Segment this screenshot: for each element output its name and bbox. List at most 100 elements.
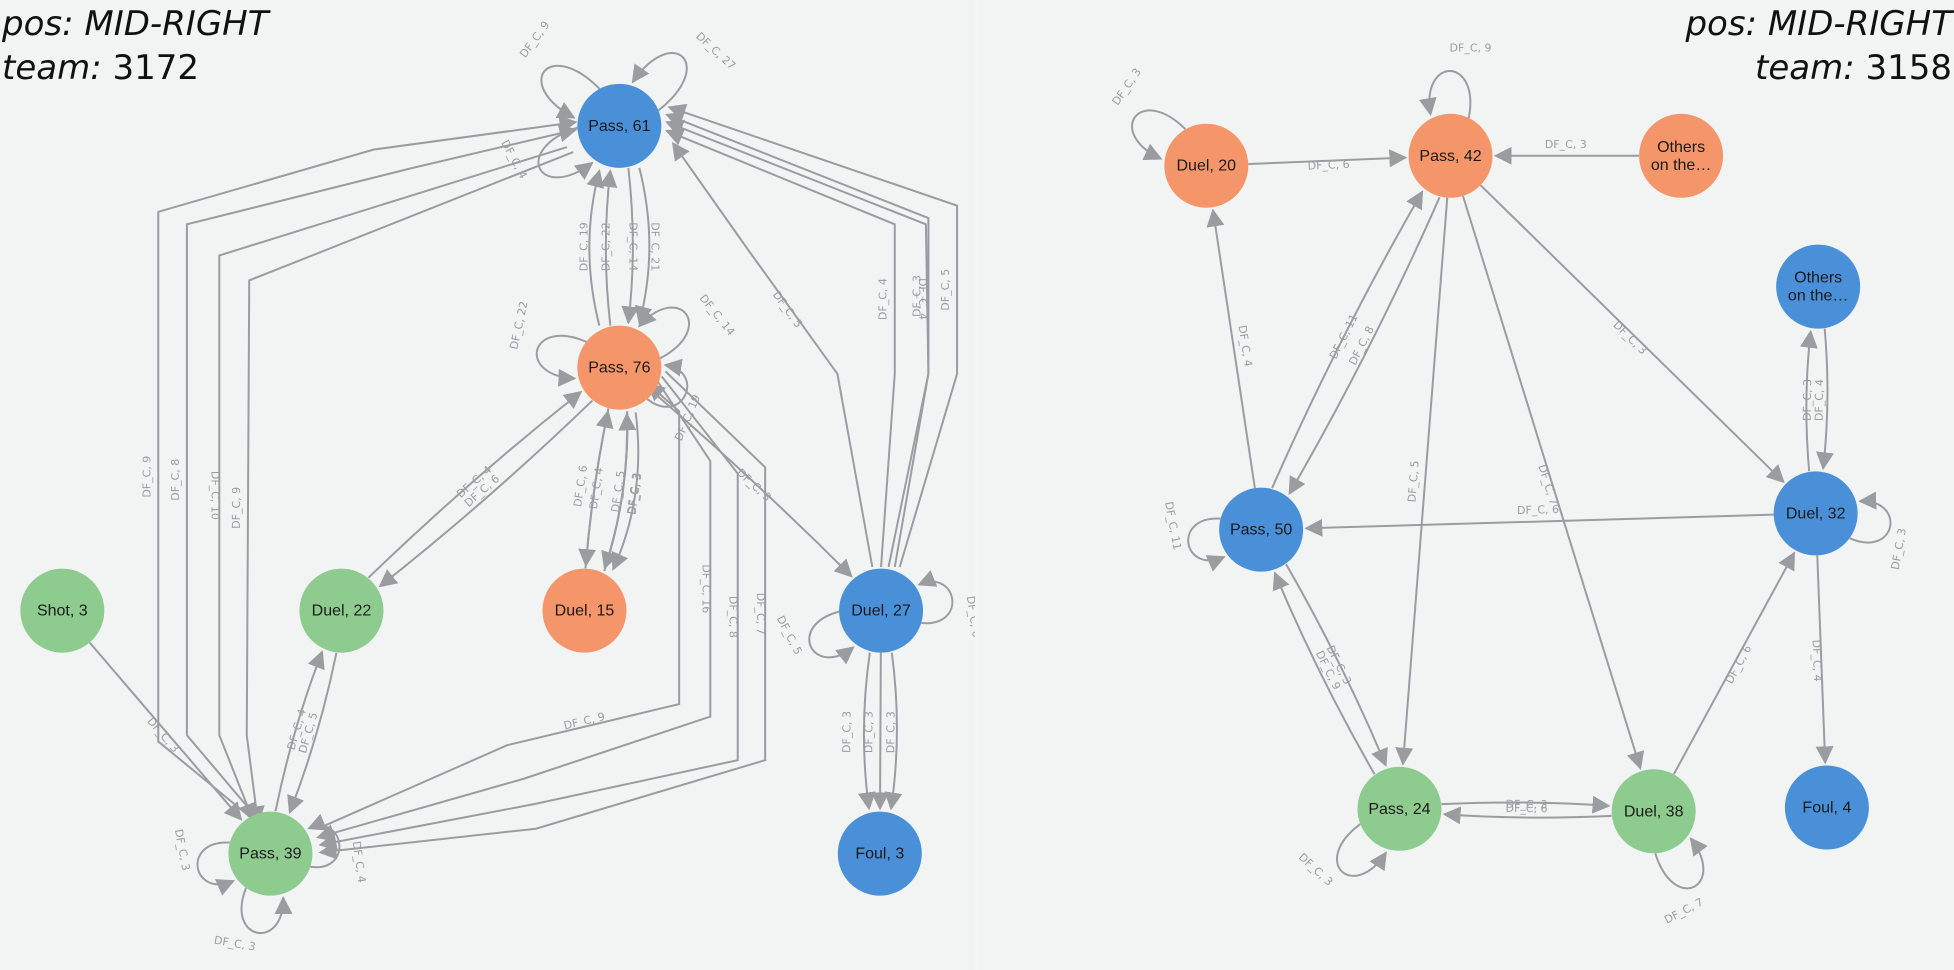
node-circle <box>1611 769 1696 854</box>
edge-label: DF_C, 3 <box>144 715 181 755</box>
left-team-key: team: <box>2 48 102 88</box>
node-label: Duel, 15 <box>555 603 615 620</box>
edge-label: DF_C, 4 <box>1813 379 1826 421</box>
edge-duel20-pass42 <box>1248 149 1408 168</box>
edge-pass50-duel20 <box>1206 208 1256 489</box>
edge-label: DF_C, 9 <box>562 710 606 732</box>
node-duel15[interactable]: Duel, 15 <box>542 568 627 653</box>
edge-label: DF_C, 7 <box>1535 463 1560 507</box>
node-label: Duel, 22 <box>312 603 372 620</box>
node-pass76[interactable]: Pass, 76 <box>577 325 662 410</box>
edge-label: DF_C, 6 <box>964 595 975 638</box>
edge-pass76-pass39 <box>318 375 739 851</box>
edge-pass76-pass39 <box>318 370 767 860</box>
node-label: Pass, 24 <box>1368 801 1430 818</box>
node-duel27[interactable]: Duel, 27 <box>839 568 924 653</box>
node-shot3[interactable]: Shot, 3 <box>20 568 105 653</box>
node-pass61[interactable]: Pass, 61 <box>577 83 662 168</box>
edge-duel32-pass50 <box>1304 513 1774 537</box>
edge-pass76-pass39 <box>316 379 712 842</box>
left-pos-key: pos: <box>2 4 74 44</box>
node-label: on the… <box>1788 288 1848 305</box>
edge-duel27-duel27 <box>808 610 855 665</box>
node-circle <box>577 325 662 410</box>
node-duel32[interactable]: Duel, 32 <box>1773 471 1858 556</box>
edge-pass39-pass61 <box>157 115 578 818</box>
node-foul3[interactable]: Foul, 3 <box>837 811 922 896</box>
edge-pass61-pass61 <box>537 126 594 180</box>
right-pos-value: MID-RIGHT <box>1767 4 1952 44</box>
edge-label: DF_C, 22 <box>507 300 530 351</box>
node-pass50[interactable]: Pass, 50 <box>1219 487 1304 572</box>
edge-label: DF_C, 6 <box>1506 802 1548 815</box>
node-circle <box>1639 113 1724 198</box>
edge-pass61-duel27 <box>667 103 959 568</box>
edge-label: DF_C, 6 <box>1307 158 1349 173</box>
node-circle <box>577 83 662 168</box>
right-pos-key: pos: <box>1685 4 1758 44</box>
node-circle <box>839 568 924 653</box>
edge-label: DF_C, 5 <box>939 269 952 311</box>
edge-pass61-pass76 <box>621 167 640 325</box>
edge-pass39-pass39 <box>240 887 293 934</box>
node-pass39[interactable]: Pass, 39 <box>228 811 313 896</box>
edge-label: DF_C, 22 <box>599 222 612 271</box>
edge-label: DF_C, 4 <box>587 467 606 510</box>
edge-label: DF_C, 4 <box>916 278 930 320</box>
edge-pass24-pass24 <box>1336 823 1387 877</box>
left-graph-caption: pos: MID-RIGHT team: 3172 <box>2 2 269 90</box>
edge-label: DF_C, 3 <box>884 711 897 753</box>
edge-label: DF_C, 6 <box>1517 503 1559 517</box>
node-circle <box>542 568 627 653</box>
node-duel22[interactable]: Duel, 22 <box>299 568 384 653</box>
edge-label: DF_C, 14 <box>697 292 738 338</box>
edge-pass42-duel32 <box>1479 184 1785 484</box>
node-duel38[interactable]: Duel, 38 <box>1611 769 1696 854</box>
node-circle <box>1773 471 1858 556</box>
edge-label: DF_C, 5 <box>609 470 628 513</box>
node-label: Others <box>1794 270 1842 287</box>
edge-label: DF_C, 4 <box>877 278 890 320</box>
edge-shot3-pass39 <box>88 641 243 821</box>
node-label: Shot, 3 <box>37 603 88 620</box>
node-circle <box>1164 123 1249 208</box>
node-label: Foul, 4 <box>1802 800 1851 817</box>
edge-pass24-pass50 <box>1272 571 1376 775</box>
left-pos-value: MID-RIGHT <box>84 4 269 44</box>
edge-label: DF_C, 3 <box>1545 138 1587 151</box>
edge-pass39-pass76 <box>317 382 681 830</box>
right-team-key: team: <box>1754 48 1855 88</box>
node-pass42[interactable]: Pass, 42 <box>1408 113 1493 198</box>
edge-duel38-duel38 <box>1654 837 1708 890</box>
node-circle <box>1357 766 1442 851</box>
node-foul4[interactable]: Foul, 4 <box>1784 765 1869 850</box>
node-duel20[interactable]: Duel, 20 <box>1164 123 1249 208</box>
node-circle <box>299 568 384 653</box>
edge-label: DF_C, 4 <box>1809 639 1824 681</box>
edge-label: DF_C, 3 <box>910 275 923 317</box>
node-pass24[interactable]: Pass, 24 <box>1357 766 1442 851</box>
edge-label: DF_C, 3 <box>1109 66 1143 108</box>
edge-label: DF_C, 8 <box>169 459 182 501</box>
edge-label: DF_C, 16 <box>699 564 712 613</box>
edge-label: DF_C, 3 <box>625 472 644 515</box>
edge-label: DF_C, 3 <box>1610 318 1649 357</box>
edge-pass61-pass61 <box>540 64 601 119</box>
edge-pass42-duel38 <box>1462 195 1645 770</box>
edge-pass39-pass39 <box>307 813 341 868</box>
edge-label: DF_C, 3 <box>1801 379 1814 421</box>
edge-duel22-pass76 <box>367 390 583 579</box>
edge-label: DF_C, 5 <box>1405 460 1421 503</box>
edge-label: DF_C, 9 <box>517 19 552 61</box>
nodes: Pass, 61 Pass, 76 Shot, 3 Duel, 22 Duel, 15 D… <box>20 83 924 896</box>
node-label: Duel, 27 <box>851 603 911 620</box>
right-graph-caption: pos: MID-RIGHT team: 3158 <box>1685 2 1952 90</box>
edge-duel32-others2 <box>1799 329 1818 472</box>
edge-label: DF_C, 9 <box>1450 41 1492 54</box>
